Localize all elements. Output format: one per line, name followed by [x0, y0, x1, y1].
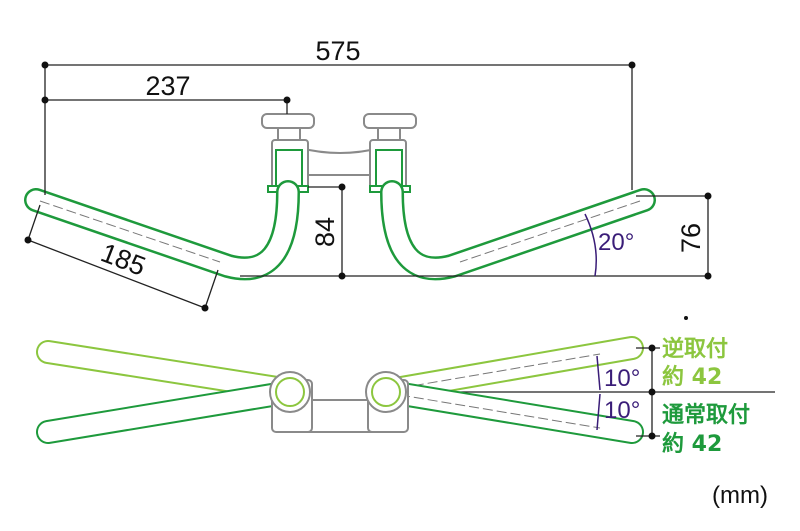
normal-mount-value: 約 42: [662, 431, 722, 457]
riser-bridge: [299, 146, 381, 176]
right-clamp: [363, 113, 417, 193]
reverse-mount-label: 逆取付: [662, 336, 728, 362]
half-width-label: 237: [145, 71, 190, 101]
center-rise-label: 84: [310, 217, 340, 247]
handlebar-front: [24, 180, 656, 281]
unit-label: (mm): [712, 482, 768, 509]
normal-mount-label: 通常取付: [662, 402, 750, 428]
reverse-mount-value: 約 42: [662, 364, 722, 390]
upper-angle-label: 10°: [604, 365, 640, 392]
clamp-top: [269, 371, 409, 433]
front-view: 575 237 84 76 20° 185: [24, 36, 712, 312]
lower-angle-label: 10°: [604, 397, 640, 424]
reverse-mount-bar: [36, 336, 644, 402]
angle-arc: [584, 213, 597, 277]
grip-angle-label: 20°: [598, 229, 634, 256]
normal-mount-bar: [36, 380, 644, 444]
end-rise-label: 76: [676, 223, 706, 253]
mount-view: 10° 10° 逆取付 約 42 通常取付 約 42: [36, 316, 775, 457]
overall-width-label: 575: [315, 36, 360, 66]
